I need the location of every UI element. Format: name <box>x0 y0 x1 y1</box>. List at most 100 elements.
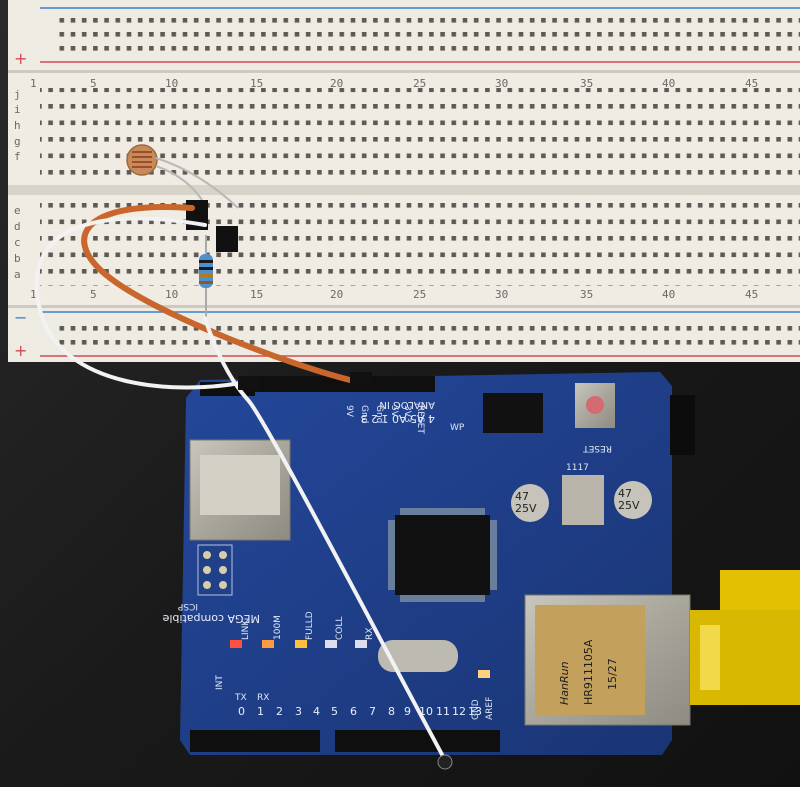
microsd-cover <box>200 455 280 515</box>
row-letter: g <box>14 135 21 148</box>
cap-can <box>614 481 652 519</box>
magjack-brand: HanRun <box>558 661 571 705</box>
magjack-model: HR911105A <box>582 639 595 705</box>
bottom-rail-holes <box>55 318 800 354</box>
capacitor-right: 47 25V <box>614 481 652 519</box>
led-100m <box>262 640 274 648</box>
col-num: 40 <box>662 288 675 301</box>
aref-label: AREF <box>485 697 495 720</box>
led-coll <box>325 640 337 648</box>
led-label: FULLD <box>305 611 315 640</box>
row-letter: b <box>14 252 21 265</box>
resistor-band <box>199 281 213 284</box>
dc-jack <box>670 395 695 455</box>
col-num: 45 <box>745 77 758 90</box>
chip-pins-bottom <box>400 595 485 602</box>
digital-pin: 2 <box>276 705 283 718</box>
cap-value: 47 <box>618 487 632 500</box>
icsp-pad <box>203 581 211 589</box>
col-num: 35 <box>580 77 593 90</box>
chip-pins-left <box>388 520 395 590</box>
row-letters: f g h i j a b c d e <box>14 88 21 281</box>
led-label: COLL <box>335 617 345 640</box>
row-letter: d <box>14 220 21 233</box>
led-label: RX <box>365 628 375 640</box>
ldr-lead-2 <box>155 157 239 209</box>
power-pin-labels: RESET 3V3 5V Gnd Gnd 9V <box>344 405 425 434</box>
analog-in-label: ANALOG IN <box>379 399 435 410</box>
rx-label: RX <box>257 693 269 703</box>
digital-pin: 13 <box>468 705 482 718</box>
resistor-band <box>199 274 213 277</box>
led-link <box>230 640 242 648</box>
reset-label: RESET <box>583 443 612 453</box>
w5100-chip <box>388 508 497 602</box>
digital-pin: 8 <box>388 705 395 718</box>
col-num: 35 <box>580 288 593 301</box>
white-jumper-wire-b <box>203 316 447 762</box>
led-labels: LINK 100M FULLD COLL RX <box>241 611 375 640</box>
digital-pin: 6 <box>350 705 357 718</box>
bottom-rail-plus: + <box>14 341 27 360</box>
col-num: 45 <box>745 288 758 301</box>
row-letter: f <box>14 150 21 163</box>
icsp-pad <box>203 551 211 559</box>
col-num: 20 <box>330 77 343 90</box>
compat-label: MEGA compatible <box>162 612 260 625</box>
top-rail-holes <box>55 18 800 56</box>
analog-pins-label: 4 A5 A0 1 2 3 <box>360 412 435 425</box>
resistor-band <box>199 267 213 270</box>
ldr-body <box>126 144 158 176</box>
col-num: 20 <box>330 288 343 301</box>
col-num: 30 <box>495 288 508 301</box>
col-num: 25 <box>413 77 426 90</box>
row-letter: i <box>14 103 21 116</box>
digital-pin-numbers: 0 1 2 3 4 5 6 7 8 9 10 11 12 13 <box>238 705 482 718</box>
regulator-label: 1117 <box>566 463 589 473</box>
bottom-terminal-holes <box>40 198 800 286</box>
magjack-date: 15/27 <box>606 658 619 690</box>
ethernet-cable <box>720 570 800 610</box>
digital-pin: 9 <box>404 705 411 718</box>
white-jumper-wire-a <box>34 216 247 390</box>
pin-label: RESET <box>415 405 425 434</box>
tx-label: TX <box>234 693 247 703</box>
wire-end-pin <box>437 754 453 770</box>
icsp-pad <box>219 581 227 589</box>
plug-clip <box>700 625 720 690</box>
led-13 <box>478 670 490 678</box>
digital-header-high <box>335 730 500 752</box>
col-num: 15 <box>250 288 263 301</box>
pin-label: 9V <box>344 405 354 418</box>
col-num: 5 <box>90 288 97 301</box>
bottom-rail-minus: − <box>14 308 27 327</box>
led-label: 100M <box>273 615 283 640</box>
voltage-regulator <box>562 475 604 525</box>
cap-voltage: 25V <box>618 499 640 512</box>
col-num: 10 <box>165 77 178 90</box>
row-letter: h <box>14 119 21 132</box>
crystal-oscillator <box>378 640 458 672</box>
top-column-numbers: 1 5 10 15 20 25 30 35 40 45 <box>30 77 758 90</box>
int-label: INT <box>215 675 225 690</box>
reset-button-cap[interactable] <box>586 396 604 414</box>
reset-button[interactable]: RESET <box>575 383 615 453</box>
row-letter: e <box>14 204 21 217</box>
row-letter: c <box>14 236 21 249</box>
chip-pins-right <box>490 520 497 590</box>
center-channel <box>8 185 800 195</box>
pin-label: Gnd <box>374 405 384 423</box>
led-fulld <box>295 640 307 648</box>
breadboard: + − + 1 5 10 15 20 25 30 35 40 45 <box>8 0 800 362</box>
digital-header-low <box>190 730 320 752</box>
digital-pin: 3 <box>295 705 302 718</box>
led-label: LINK <box>241 619 251 640</box>
pin-label: 5V <box>389 405 399 418</box>
col-num: 25 <box>413 288 426 301</box>
rail-gap-bottom <box>8 305 800 308</box>
col-num: 15 <box>250 77 263 90</box>
cap-voltage: 25V <box>515 502 537 515</box>
bottom-column-numbers: 1 5 10 15 20 25 30 35 40 45 <box>30 288 758 301</box>
